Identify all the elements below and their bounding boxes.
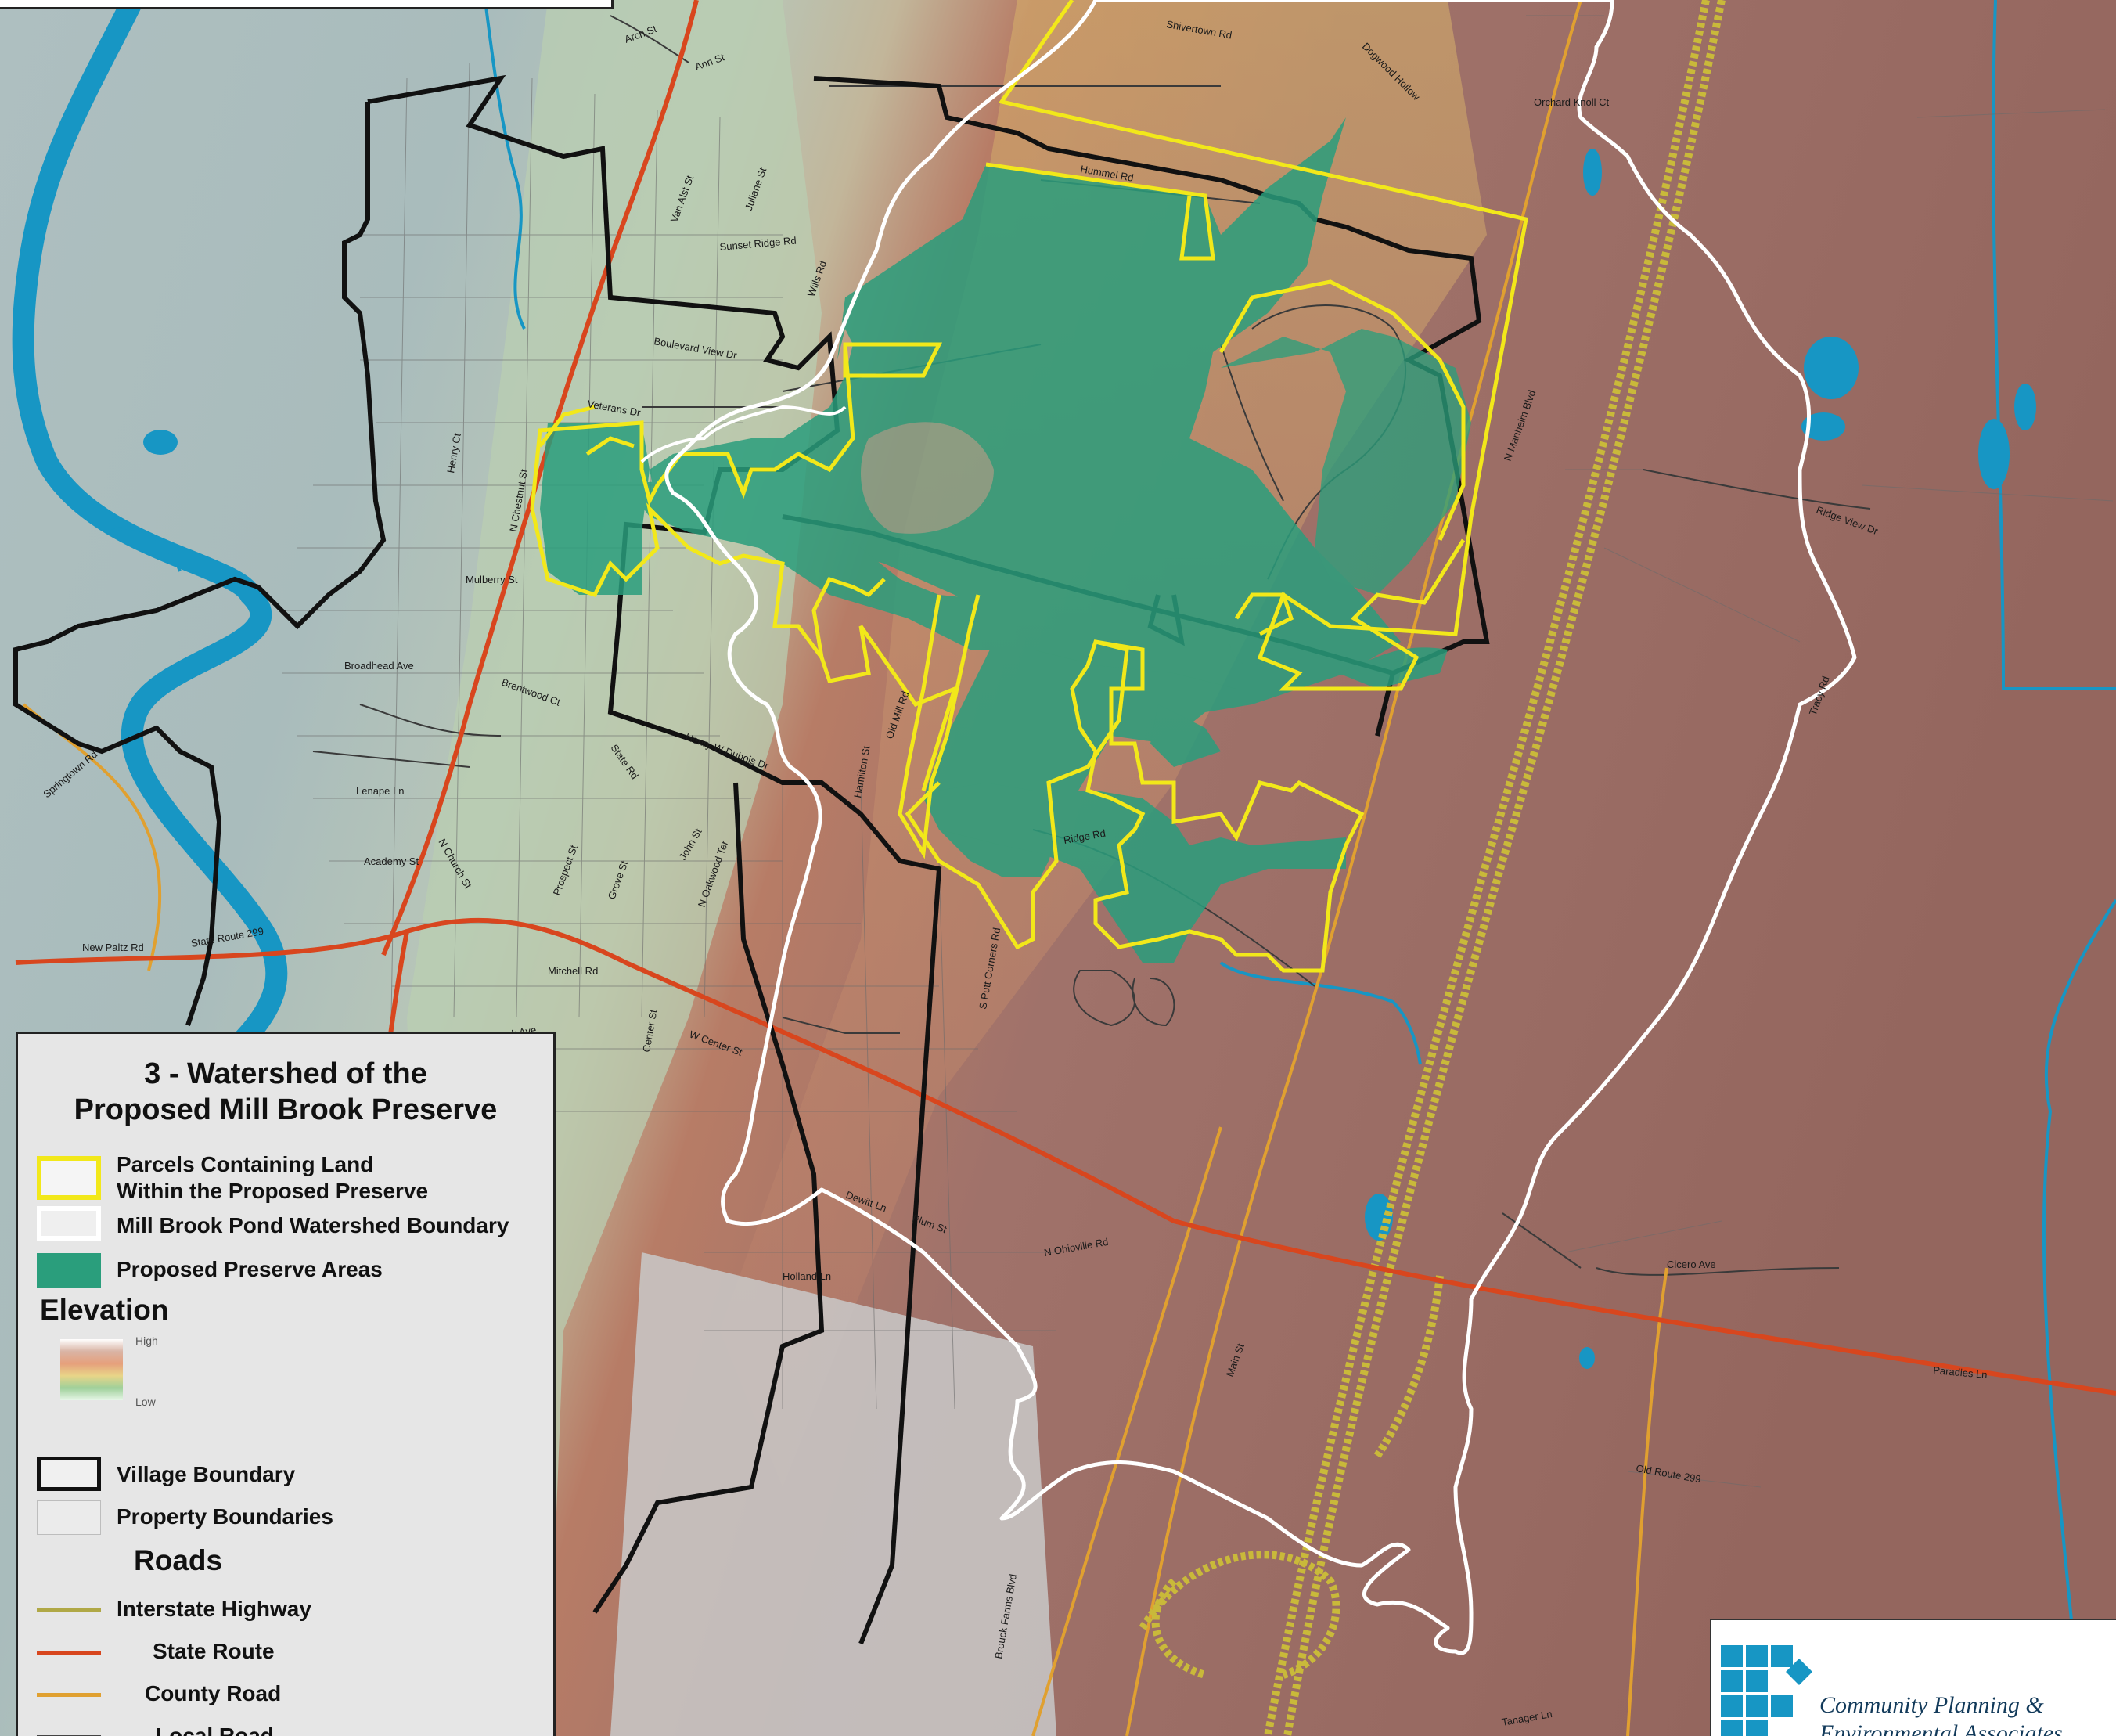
pond <box>1801 412 1845 441</box>
stream <box>2042 899 2116 1644</box>
cpea-logo: Community Planning & Environmental Assoc… <box>1710 1619 2116 1736</box>
pond <box>2014 384 2036 430</box>
interstate-swatch <box>37 1608 101 1612</box>
road-label: Orchard Knoll Ct <box>1534 96 1609 108</box>
road-label: Cicero Ave <box>1667 1259 1716 1270</box>
property-boundaries-swatch <box>37 1500 101 1535</box>
pond <box>143 430 178 455</box>
cpea-logo-mark <box>1721 1645 1812 1736</box>
legend-preserve: Proposed Preserve Areas <box>117 1257 383 1281</box>
legend-roads-heading: Roads <box>134 1544 223 1576</box>
pond <box>1579 1347 1595 1369</box>
legend-county-road: County Road <box>145 1681 282 1705</box>
stream <box>109 526 182 572</box>
preserve-swatch <box>37 1253 101 1288</box>
legend-title-line1: 3 - Watershed of the <box>144 1057 427 1090</box>
watershed-boundary <box>664 0 1857 1655</box>
pond <box>1804 337 1859 399</box>
road-label: New Paltz Rd <box>82 942 144 953</box>
proposed-preserve-areas <box>540 117 1471 963</box>
legend-elevation-heading: Elevation <box>40 1294 169 1326</box>
road-label: Holland Ln <box>783 1270 831 1282</box>
legend-interstate: Interstate Highway <box>117 1597 311 1621</box>
road-label: Mulberry St <box>466 574 518 585</box>
gray-lowland <box>610 1252 1056 1736</box>
map-legend: 3 - Watershed of the Proposed Mill Brook… <box>16 1032 556 1736</box>
road-label: Paradies Ln <box>1933 1364 1988 1381</box>
logo-line2: Environmental Associates <box>1819 1720 2063 1736</box>
wallkill-river <box>12 0 288 1060</box>
road-label: Academy St <box>364 855 419 867</box>
road-label: Lenape Ln <box>356 785 404 797</box>
county-road-swatch <box>37 1693 101 1697</box>
watershed-boundary-inner <box>640 405 847 463</box>
interstate-highway <box>1139 0 1726 1736</box>
road-label: Mitchell Rd <box>548 965 598 977</box>
logo-line1: Community Planning & <box>1819 1692 2044 1718</box>
watershed-swatch <box>37 1206 101 1241</box>
stream <box>1992 0 2116 690</box>
village-boundary-swatch <box>37 1457 101 1491</box>
parcels-swatch <box>37 1156 101 1200</box>
state-route-swatch <box>37 1651 101 1655</box>
pond <box>1365 1194 1393 1241</box>
top-frame <box>0 0 614 9</box>
legend-village-boundary: Village Boundary <box>117 1462 296 1486</box>
legend-title-line2: Proposed Mill Brook Preserve <box>74 1093 498 1126</box>
stream <box>1219 961 1422 1065</box>
legend-state-route: State Route <box>153 1639 275 1663</box>
legend-local-road: Local Road <box>156 1723 274 1736</box>
pond <box>1583 149 1602 196</box>
legend-elevation-high: High <box>135 1334 158 1347</box>
pond <box>1978 419 2010 489</box>
preserve-parcels <box>530 0 1528 973</box>
road-label: Broadhead Ave <box>344 660 414 672</box>
legend-watershed: Mill Brook Pond Watershed Boundary <box>117 1213 509 1237</box>
legend-parcels-line2: Within the Proposed Preserve <box>117 1179 429 1203</box>
legend-property-boundaries: Property Boundaries <box>117 1504 333 1529</box>
legend-elevation-low: Low <box>135 1396 156 1408</box>
stream <box>484 0 526 330</box>
elevation-ramp <box>60 1339 123 1400</box>
legend-parcels-line1: Parcels Containing Land <box>117 1152 374 1176</box>
